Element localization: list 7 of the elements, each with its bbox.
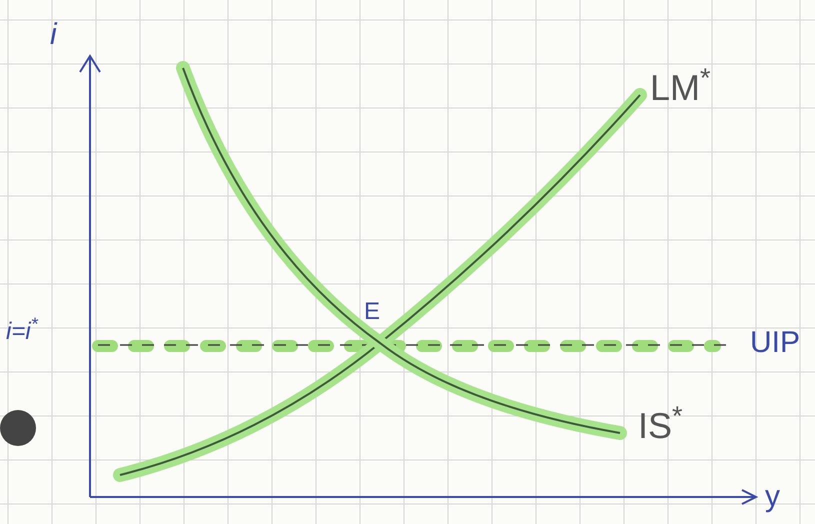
point-label: E <box>364 300 380 324</box>
curve-label: UIP <box>750 328 800 358</box>
axis-label: i <box>50 20 57 50</box>
curve-label: IS$^{*}$ <box>638 408 683 444</box>
curve-label: LM$^{*}$ <box>650 70 711 106</box>
axis-label: i=i$^{*}$ <box>6 320 38 344</box>
axis-label: y <box>765 482 780 512</box>
